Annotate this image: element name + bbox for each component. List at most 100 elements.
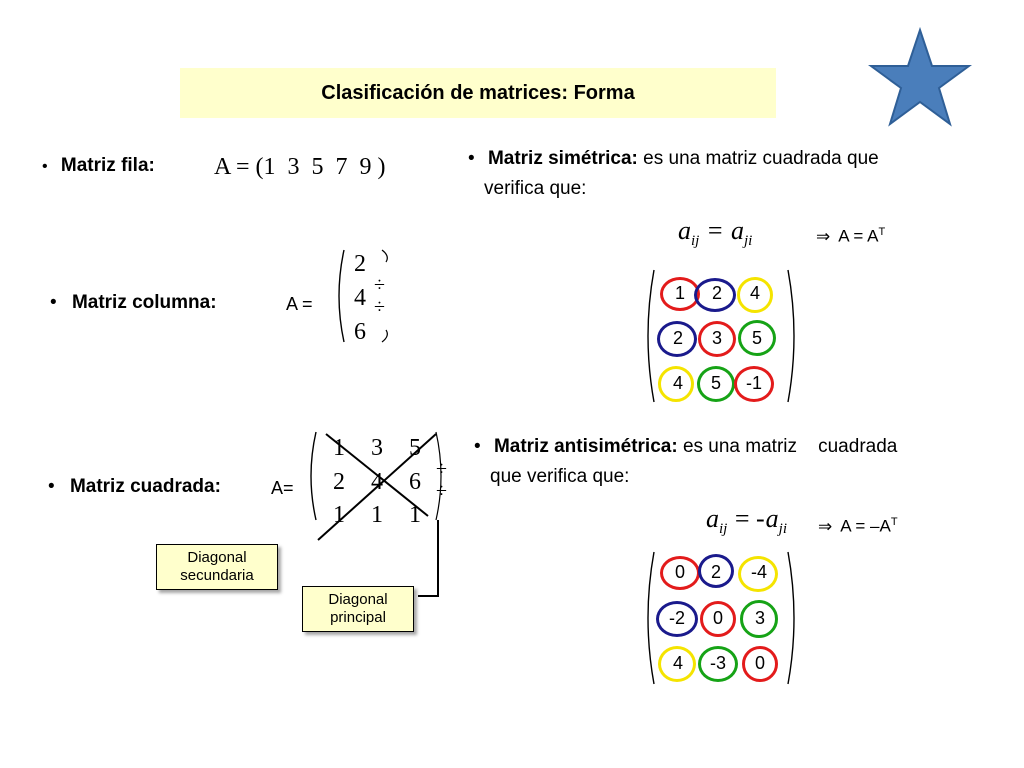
ring-green xyxy=(738,320,776,356)
ring-red xyxy=(734,366,774,402)
antisimetrica-equation: aij = -aji xyxy=(706,504,787,538)
ring-navy xyxy=(694,278,736,312)
cuadrada-dot: ÷ xyxy=(436,458,447,480)
antisimetrica-text: es una matriz cuadrada xyxy=(682,436,898,457)
bullet: • xyxy=(48,476,55,497)
simetrica-brackets xyxy=(647,269,795,403)
implies-icon: ⇒ xyxy=(818,516,833,536)
page-title: Clasificación de matrices: Forma xyxy=(180,68,776,118)
simetrica-result: A = A xyxy=(838,226,879,246)
simetrica-cell: 5 xyxy=(710,373,721,393)
antisimetrica-brackets xyxy=(647,551,795,685)
eq-right: a xyxy=(731,216,745,245)
simetrica-equation: aij = aji xyxy=(678,216,752,250)
ring-red xyxy=(698,321,736,357)
bullet: • xyxy=(50,292,57,313)
columna-item: • Matriz columna: xyxy=(50,292,217,314)
cuadrada-cell: 6 xyxy=(409,469,421,495)
bullet: • xyxy=(42,158,48,175)
eq-left-sub: ij xyxy=(691,233,700,250)
simetrica-item: • Matriz simétrica: es una matriz cuadra… xyxy=(468,148,879,170)
simetrica-cell: 2 xyxy=(711,283,722,303)
eq-op: = xyxy=(707,216,723,245)
cuadrada-cell: 3 xyxy=(371,435,383,461)
antisimetrica-cell: 4 xyxy=(672,653,683,673)
cuadrada-dot: ÷ xyxy=(436,480,447,502)
bullet: • xyxy=(474,436,481,457)
cuadrada-diagram xyxy=(310,431,442,597)
simetrica-cell: 5 xyxy=(751,328,762,348)
ring-green xyxy=(740,600,778,638)
result-sup: T xyxy=(878,226,886,238)
ring-navy xyxy=(657,321,697,357)
columna-dot: ÷ xyxy=(374,296,385,318)
simetrica-cell: 4 xyxy=(672,373,683,393)
box-line: Diagonal xyxy=(187,549,247,566)
bullet: • xyxy=(468,148,475,169)
ring-red xyxy=(700,601,736,637)
antisimetrica-item: • Matriz antisimétrica: es una matriz cu… xyxy=(474,436,897,458)
columna-value: 4 xyxy=(354,285,366,311)
antisimetrica-cell: 0 xyxy=(674,562,685,582)
cuadrada-cell: 4 xyxy=(371,469,383,495)
implies-icon: ⇒ xyxy=(816,226,831,246)
simetrica-label: Matriz simétrica: xyxy=(487,148,638,169)
antisimetrica-cell: 3 xyxy=(754,608,765,628)
antisimetrica-result: A = –A xyxy=(840,516,891,536)
cuadrada-cell: 1 xyxy=(409,502,421,528)
simetrica-text2: verifica que: xyxy=(484,178,587,199)
simetrica-cell: 1 xyxy=(674,283,685,303)
ring-red xyxy=(742,646,778,682)
eq-right-sub: ji xyxy=(744,233,753,250)
antisimetrica-text2: que verifica que: xyxy=(490,466,630,487)
cuadrada-cell: 1 xyxy=(333,502,345,528)
ring-green xyxy=(697,366,735,402)
simetrica-cell: -1 xyxy=(745,373,762,393)
fila-label: Matriz fila: xyxy=(60,155,155,176)
page-title-text: Clasificación de matrices: Forma xyxy=(321,81,635,104)
ring-yellow xyxy=(737,277,773,313)
columna-dot: ÷ xyxy=(374,274,385,296)
ring-navy xyxy=(656,601,698,637)
diagonal-principal-box: Diagonal principal xyxy=(302,586,414,632)
antisimetrica-cell: 0 xyxy=(712,608,723,628)
eq-op: = - xyxy=(734,504,765,533)
ring-yellow xyxy=(658,366,694,402)
simetrica-cell: 2 xyxy=(672,328,683,348)
cuadrada-cell: 1 xyxy=(333,435,345,461)
antisimetrica-cell: -4 xyxy=(750,562,767,582)
cuadrada-prefix: A= xyxy=(271,478,294,498)
box-line: Diagonal xyxy=(328,591,388,608)
ring-yellow xyxy=(738,556,778,592)
result-sup: T xyxy=(890,516,898,528)
simetrica-text: es una matriz cuadrada que xyxy=(643,148,879,169)
columna-value: 2 xyxy=(354,251,366,277)
cuadrada-cell: 1 xyxy=(371,502,383,528)
diagonal-secundaria-box: Diagonal secundaria xyxy=(156,544,278,590)
eq-right: a xyxy=(765,504,779,533)
fila-item: • Matriz fila: xyxy=(42,155,155,177)
antisimetrica-cell: 2 xyxy=(710,562,721,582)
box-line: principal xyxy=(330,609,386,626)
antisimetrica-label: Matriz antisimétrica: xyxy=(493,436,678,457)
cuadrada-item: • Matriz cuadrada: xyxy=(48,476,221,498)
fila-formula: A = (1 3 5 7 9 ) xyxy=(214,154,386,180)
columna-value: 6 xyxy=(354,319,366,345)
eq-right-sub: ji xyxy=(778,521,788,538)
eq-left: a xyxy=(706,504,719,533)
ring-green xyxy=(698,646,738,682)
cuadrada-cell: 2 xyxy=(333,469,345,495)
box-line: secundaria xyxy=(180,567,254,584)
columna-label: Matriz columna: xyxy=(71,292,217,313)
cuadrada-cell: 5 xyxy=(409,435,421,461)
columna-brackets xyxy=(338,249,388,343)
columna-prefix: A = xyxy=(286,294,313,314)
antisimetrica-cell: -3 xyxy=(709,653,726,673)
antisimetrica-cell: -2 xyxy=(668,608,685,628)
simetrica-cell: 4 xyxy=(749,283,760,303)
antisimetrica-implies: ⇒ A = –AT xyxy=(818,516,898,537)
simetrica-implies: ⇒ A = AT xyxy=(816,226,885,247)
star-icon xyxy=(868,26,972,127)
simetrica-cell: 3 xyxy=(711,328,722,348)
ring-navy xyxy=(698,554,734,588)
